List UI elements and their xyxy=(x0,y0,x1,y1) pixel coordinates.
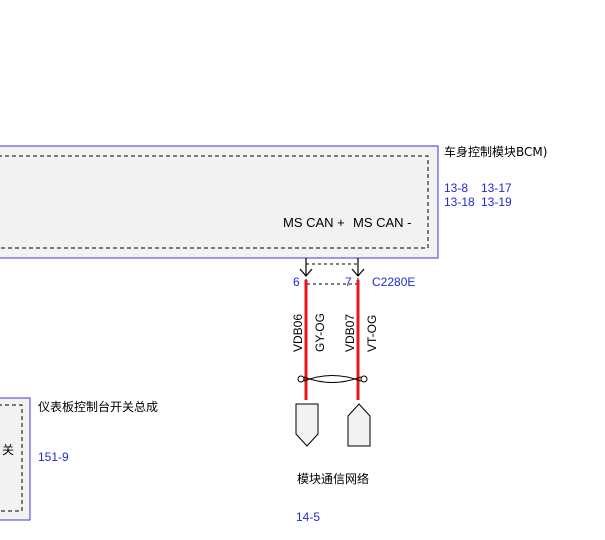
panel-title: 仪表板控制台开关总成 xyxy=(38,399,158,414)
panel-outer-box xyxy=(0,397,31,521)
pin-6-arrow-icon xyxy=(299,268,313,277)
wire-vdb07-color: VT-OG xyxy=(365,315,379,352)
network-label: 模块通信网络 xyxy=(297,471,369,486)
panel-inner-box xyxy=(0,404,23,512)
twisted-pair-icon xyxy=(297,375,368,383)
network-ref[interactable]: 14-5 xyxy=(296,510,320,524)
bcm-signal-minus: MS CAN - xyxy=(353,215,412,230)
network-terminal-right-icon xyxy=(347,403,371,447)
panel-module: 关 xyxy=(0,397,31,521)
bcm-ref-3[interactable]: 13-18 xyxy=(444,195,475,209)
wire-vdb06-color: GY-OG xyxy=(313,313,327,352)
panel-inner-text: 关 xyxy=(2,443,14,457)
bcm-inner-box xyxy=(0,155,429,249)
network-terminal-left-icon xyxy=(295,403,319,447)
connector-name[interactable]: C2280E xyxy=(372,275,415,289)
connector: 6 7 C2280E xyxy=(293,258,415,289)
bcm-ref-2[interactable]: 13-17 xyxy=(481,181,512,195)
pin-7-arrow-icon xyxy=(351,268,365,277)
bcm-module: MS CAN + MS CAN - xyxy=(0,145,439,259)
panel-ref[interactable]: 151-9 xyxy=(38,450,69,464)
bcm-outer-box xyxy=(0,145,439,259)
bcm-ref-1[interactable]: 13-8 xyxy=(444,181,468,195)
bcm-title: 车身控制模块BCM) xyxy=(444,144,547,159)
pin-6-label: 6 xyxy=(293,275,300,289)
bcm-ref-4[interactable]: 13-19 xyxy=(481,195,512,209)
pin-7-label: 7 xyxy=(345,275,352,289)
wire-vdb07-circuit: VDB07 xyxy=(343,314,357,352)
bcm-signal-plus: MS CAN + xyxy=(283,215,345,230)
wire-vdb06-circuit: VDB06 xyxy=(291,314,305,352)
wires: VDB06 GY-OG VDB07 VT-OG xyxy=(291,280,379,447)
